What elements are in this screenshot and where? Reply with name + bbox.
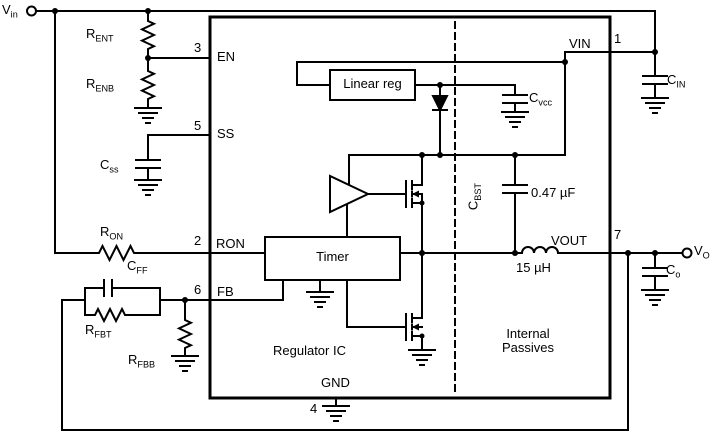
vout-terminal <box>681 247 693 259</box>
pin-name-fb: FB <box>217 284 234 299</box>
pin-name-gnd: GND <box>321 375 350 390</box>
pin-number-ron: 2 <box>194 233 202 248</box>
gate-driver-triangle <box>329 174 371 214</box>
ground-co <box>641 289 669 306</box>
ground-rfbb <box>171 355 199 372</box>
resistor-rfbb <box>176 317 194 351</box>
ground-cin <box>641 97 669 114</box>
label-cbst-value: 0.47 µF <box>531 185 576 200</box>
pin-name-vin: VIN <box>569 36 591 51</box>
label-rent: RENT <box>86 26 114 44</box>
regulator-ic-label: Regulator IC <box>273 343 346 358</box>
mosfet-low-side <box>405 313 425 341</box>
pin-number-vout: 7 <box>614 227 622 242</box>
label-css: Css <box>100 157 119 175</box>
capacitor-cbst <box>502 184 528 194</box>
timer-box <box>264 236 401 281</box>
label-ron-resistor: RON <box>100 224 124 242</box>
ground-renb <box>134 107 162 124</box>
internal-passives-label: Internal Passives <box>501 326 555 355</box>
linear-reg-label: Linear reg <box>343 76 402 91</box>
label-rfbt: RFBT <box>85 322 112 340</box>
resistor-ron <box>94 243 141 263</box>
label-inductor-value: 15 µH <box>516 260 551 275</box>
mosfet-high-side <box>405 180 425 208</box>
ground-css <box>134 179 162 196</box>
pin-number-en: 3 <box>194 40 202 55</box>
ground-symbols <box>134 97 669 422</box>
ground-timer <box>306 291 334 308</box>
terminal-vo-label: VO <box>694 243 710 261</box>
label-rfbb: RFBB <box>128 352 156 370</box>
capacitor-cff <box>103 279 113 297</box>
ground-gnd-pin <box>322 405 350 422</box>
capacitor-cvcc <box>502 94 528 104</box>
inductor-15uh <box>520 246 560 255</box>
capacitor-cin <box>642 75 668 85</box>
vin-terminal <box>26 5 37 17</box>
junction-dots <box>52 8 658 303</box>
pin-number-gnd: 4 <box>310 401 318 416</box>
label-co: Co <box>666 262 681 280</box>
label-cff: CFF <box>127 258 148 276</box>
pin-name-ron: RON <box>216 236 245 251</box>
capacitor-co <box>642 267 668 277</box>
pin-name-ss: SS <box>217 126 235 141</box>
resistor-rent <box>139 17 157 53</box>
timer-label: Timer <box>316 249 349 264</box>
ground-low-side-fet <box>408 349 436 366</box>
label-cin: CIN <box>667 72 686 90</box>
ic-boundary-box <box>208 15 612 400</box>
pin-number-vin: 1 <box>614 31 622 46</box>
boost-diode <box>431 95 449 113</box>
pin-number-ss: 5 <box>194 118 202 133</box>
resistor-renb <box>139 67 157 103</box>
label-renb: RENB <box>86 76 115 94</box>
resistor-rfbt <box>91 306 131 324</box>
ground-cvcc <box>501 111 529 128</box>
label-cvcc: Cvcc <box>529 90 553 108</box>
label-cbst: CBST <box>465 183 484 211</box>
pin-name-en: EN <box>217 49 236 64</box>
terminal-vin-label: Vin <box>2 2 18 20</box>
capacitor-css <box>135 159 161 169</box>
pin-name-vout: VOUT <box>551 233 588 248</box>
pin-number-fb: 6 <box>194 282 202 297</box>
